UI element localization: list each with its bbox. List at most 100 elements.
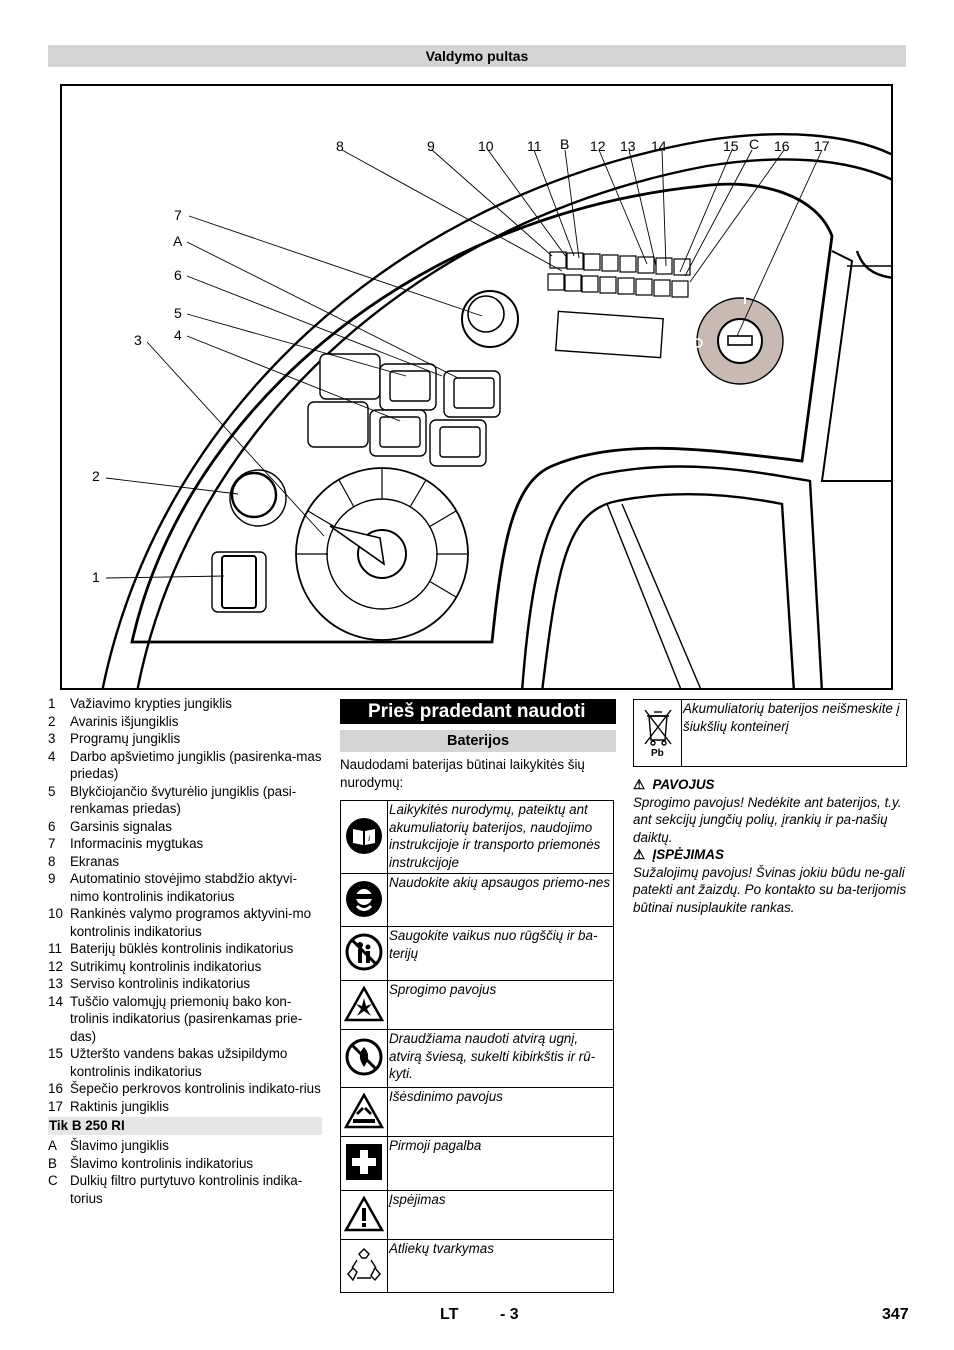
legend-number: 3 — [48, 731, 56, 746]
key-switch — [693, 294, 784, 385]
indicator-lights — [547, 251, 691, 298]
symbol-row: i Laikykitės nurodymų, pateiktų ant akumu… — [340, 800, 614, 874]
symbol-row: Sprogimo pavojus — [340, 980, 614, 1030]
callout-14: 14 — [651, 138, 667, 154]
legend-subheading: Tik B 250 RI — [48, 1117, 322, 1135]
callout-1: 1 — [92, 569, 100, 585]
callout-lines — [105, 149, 823, 579]
program-selector — [295, 467, 469, 641]
warning-text: Sužalojimų pavojus! Švinas jokiu būdu ne… — [633, 864, 907, 915]
section-title: Valdymo pultas — [425, 48, 529, 64]
legend-text: Avarinis išjungiklis — [70, 713, 179, 729]
eye-protection-icon — [340, 873, 388, 927]
callout-3: 3 — [134, 332, 142, 348]
warning-heading: ⚠ ĮSPĖJIMAS — [633, 846, 907, 864]
warning-icon — [340, 1190, 388, 1240]
symbol-row: Išėsdinimo pavojus — [340, 1087, 614, 1137]
no-open-flame-icon — [340, 1029, 388, 1088]
pb-label: Pb — [651, 748, 664, 758]
legend-number: 17 — [48, 1098, 63, 1114]
symbol-text: Pirmoji pagalba — [387, 1136, 614, 1191]
safety-symbols-table: i Laikykitės nurodymų, pateiktų ant akumu… — [340, 800, 614, 1293]
subsection-heading: Baterijos — [340, 730, 616, 752]
warning-title: ĮSPĖJIMAS — [652, 847, 724, 862]
manual-icon: i — [340, 800, 388, 874]
legend-number: 5 — [48, 783, 56, 799]
symbol-text: Išėsdinimo pavojus — [387, 1087, 614, 1137]
legend-number: 12 — [48, 958, 63, 974]
legend-letter: C — [48, 1173, 58, 1188]
legend-text: Dulkių filtro purtytuvo kontrolinis indi… — [70, 1173, 303, 1206]
legend-item: C Dulkių filtro purtytuvo kontrolinis ind… — [48, 1172, 322, 1207]
legend-letter: B — [48, 1155, 57, 1171]
keep-children-away-icon — [340, 926, 388, 981]
warning-triangle-icon: ⚠ — [633, 777, 646, 792]
warnings-column: Pb Akumuliatorių baterijos neišmeskite į… — [633, 699, 907, 916]
legend-number: 6 — [48, 818, 56, 834]
emergency-stop-button — [229, 469, 287, 527]
callout-7: 7 — [174, 207, 182, 223]
callout-8: 8 — [336, 138, 344, 154]
legend-item: 17 Raktinis jungiklis — [48, 1098, 322, 1116]
callout-5: 5 — [174, 305, 182, 321]
callout-12: 12 — [590, 138, 606, 154]
legend-letter: A — [48, 1138, 57, 1153]
callout-15: 15 — [723, 138, 739, 154]
legend-text: Važiavimo krypties jungiklis — [70, 696, 232, 711]
legend-text: Programų jungiklis — [70, 731, 181, 746]
symbol-text: Atliekų tvarkymas — [387, 1239, 614, 1293]
direction-switch — [211, 551, 267, 613]
legend-text: Šlavimo kontrolinis indikatorius — [70, 1155, 254, 1171]
danger-text: Sprogimo pavojus! Nedėkite ant baterijos… — [633, 794, 902, 845]
legend-number: 1 — [48, 696, 56, 711]
warning-triangle-icon: ⚠ — [633, 847, 646, 862]
corrosion-hazard-icon — [340, 1087, 388, 1137]
svg-text:i: i — [368, 834, 370, 843]
intro-text: Naudodami baterijas būtinai laikykitės š… — [340, 757, 585, 790]
legend-text: Informacinis mygtukas — [70, 836, 204, 851]
footer-page-ref: - 3 — [500, 1306, 519, 1323]
symbol-row: Atliekų tvarkymas — [340, 1239, 614, 1293]
legend-text: Tuščio valomųjų priemonių bako kon-troli… — [70, 993, 303, 1044]
legend-item: 5 Blykčiojančio švyturėlio jungiklis (pas… — [48, 783, 322, 818]
legend-item: B Šlavimo kontrolinis indikatorius — [48, 1155, 322, 1173]
symbol-text: Įspėjimas — [387, 1190, 614, 1240]
legend-number: 4 — [48, 748, 56, 764]
symbol-text: Laikykitės nurodymų, pateiktų ant akumul… — [387, 800, 614, 874]
rocker-switches — [307, 353, 501, 467]
disposal-table: Pb Akumuliatorių baterijos neišmeskite į… — [633, 699, 907, 767]
control-panel-drawing — [101, 133, 891, 688]
legend-number: 15 — [48, 1046, 63, 1061]
callout-16: 16 — [774, 138, 790, 154]
callout-11: 11 — [527, 138, 542, 154]
legend-text: Automatinio stovėjimo stabdžio aktyvi-ni… — [70, 871, 297, 904]
danger-title: PAVOJUS — [652, 777, 715, 792]
legend-item: 1 Važiavimo krypties jungiklis — [48, 695, 322, 713]
control-panel-figure: 8 9 10 11 B 12 13 14 15 C 16 17 7 A 6 5 … — [60, 84, 893, 690]
callout-b: B — [560, 136, 570, 152]
callout-13: 13 — [620, 138, 636, 154]
callout-c: C — [749, 136, 760, 152]
danger-heading: ⚠ PAVOJUS — [633, 776, 907, 794]
callout-a: A — [173, 233, 183, 249]
crossed-bin-pb-icon: Pb — [643, 709, 672, 759]
callout-10: 10 — [478, 138, 494, 154]
legend-text: Ekranas — [70, 853, 120, 869]
legend-text: Raktinis jungiklis — [70, 1098, 169, 1114]
symbol-text: Sprogimo pavojus — [387, 980, 614, 1030]
symbol-row: Saugokite vaikus nuo rūgščių ir ba-terij… — [340, 926, 614, 981]
legend-text: Sutrikimų kontrolinis indikatorius — [70, 958, 262, 974]
legend-text: Blykčiojančio švyturėlio jungiklis (pasi… — [70, 783, 297, 817]
explosion-hazard-icon — [340, 980, 388, 1030]
legend-number: 11 — [48, 941, 62, 956]
callout-4: 4 — [174, 327, 182, 343]
